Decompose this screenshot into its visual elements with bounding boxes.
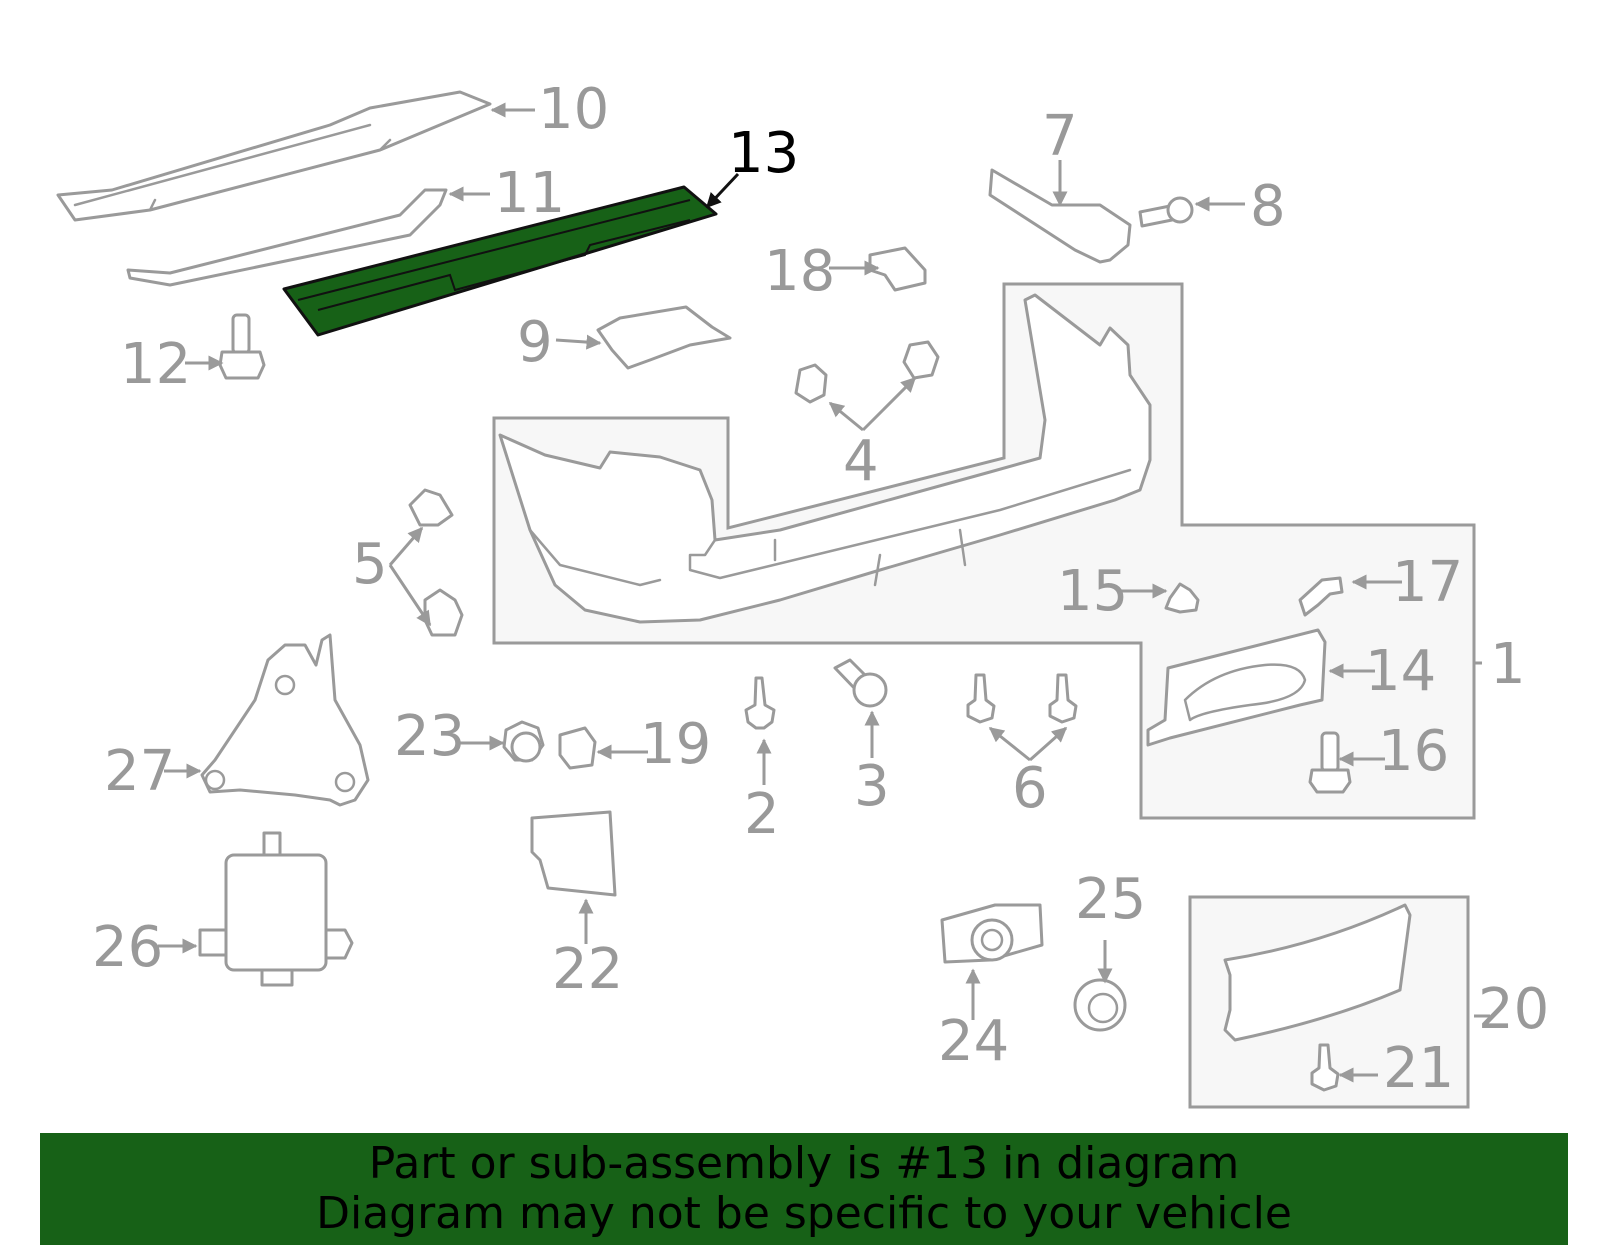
part-15-shape xyxy=(1164,582,1200,614)
label-22: 22 xyxy=(552,937,623,1002)
callout-lines xyxy=(158,102,1490,1083)
part-8-shape xyxy=(1138,196,1194,228)
part-19-shape xyxy=(558,726,597,770)
label-11: 11 xyxy=(494,161,565,226)
label-9: 9 xyxy=(517,310,553,375)
part-17-shape xyxy=(1298,576,1344,617)
banner-line-1: Part or sub-assembly is #13 in diagram xyxy=(368,1138,1240,1189)
part-6-shape xyxy=(966,673,1078,724)
label-6: 6 xyxy=(1012,756,1048,821)
part-7-shape xyxy=(988,168,1132,264)
part-20-shape xyxy=(1223,903,1412,1042)
label-17: 17 xyxy=(1392,550,1463,615)
label-4: 4 xyxy=(843,429,879,494)
label-10: 10 xyxy=(538,77,609,142)
label-26: 26 xyxy=(92,915,163,980)
label-2: 2 xyxy=(744,782,780,847)
label-24: 24 xyxy=(938,1009,1009,1074)
label-3: 3 xyxy=(854,754,890,819)
label-16: 16 xyxy=(1378,719,1449,784)
label-5: 5 xyxy=(352,532,388,597)
info-banner: Part or sub-assembly is #13 in diagram D… xyxy=(40,1133,1568,1245)
label-8: 8 xyxy=(1250,174,1286,239)
bumper-cover-shape xyxy=(498,293,1152,624)
part-4-shape xyxy=(794,340,940,404)
part-10-shape xyxy=(56,90,492,222)
part-5-shape xyxy=(408,488,464,637)
part-25-shape xyxy=(1073,978,1127,1032)
label-21: 21 xyxy=(1383,1036,1454,1101)
label-12: 12 xyxy=(120,332,191,397)
label-23: 23 xyxy=(394,704,465,769)
part-26-shape xyxy=(198,831,354,987)
part-12-shape xyxy=(218,313,266,380)
part-18-shape xyxy=(868,246,927,292)
banner-line-2: Diagram may not be specific to your vehi… xyxy=(316,1188,1292,1239)
label-15: 15 xyxy=(1057,559,1128,624)
part-3-shape xyxy=(833,658,888,708)
part-13-shape xyxy=(282,185,718,337)
part-21-shape xyxy=(1310,1043,1340,1092)
part-27-shape xyxy=(200,633,370,807)
label-25: 25 xyxy=(1075,867,1146,932)
part-14-shape xyxy=(1146,628,1327,747)
label-19: 19 xyxy=(640,712,711,777)
label-18: 18 xyxy=(764,239,835,304)
part-24-shape xyxy=(940,903,1044,964)
label-13: 13 xyxy=(728,121,799,186)
part-16-shape xyxy=(1308,731,1352,794)
callout-labels: 1 2 3 4 5 6 7 8 9 10 11 12 13 14 15 16 1… xyxy=(92,77,1549,1101)
label-20: 20 xyxy=(1478,977,1549,1042)
label-27: 27 xyxy=(104,739,175,804)
label-14: 14 xyxy=(1365,639,1436,704)
part-23-shape xyxy=(502,720,545,763)
label-1: 1 xyxy=(1490,632,1526,697)
part-22-shape xyxy=(530,810,617,897)
part-9-shape xyxy=(596,305,732,370)
label-7: 7 xyxy=(1042,104,1078,169)
part-11-shape xyxy=(126,188,448,287)
part-2-shape xyxy=(744,676,776,730)
